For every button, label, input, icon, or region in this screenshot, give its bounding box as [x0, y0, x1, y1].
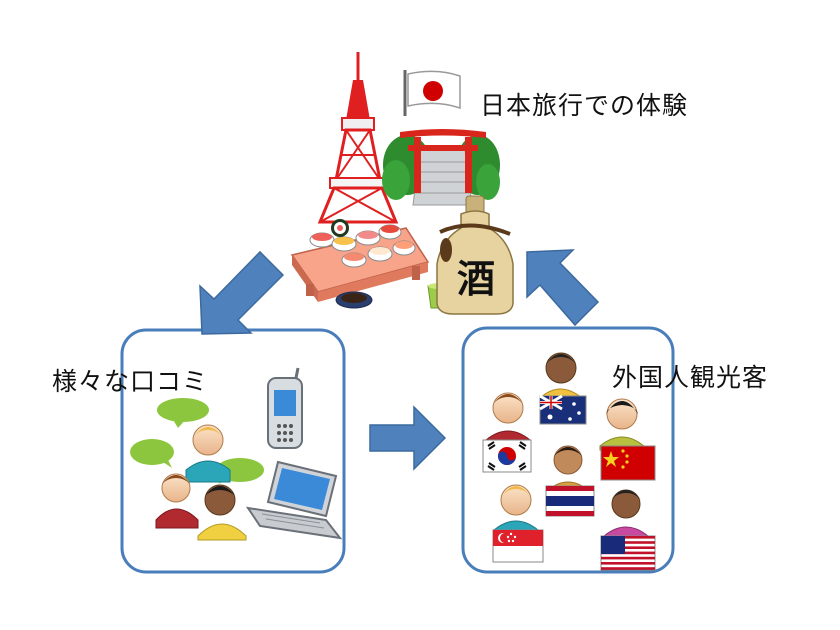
- person-icon: [599, 398, 645, 451]
- person-icon: [485, 392, 531, 447]
- china-flag-icon: [600, 445, 656, 481]
- arrow-wom-to-tourists: [369, 405, 447, 471]
- person-icon: [185, 424, 231, 483]
- sake-character: 酒: [457, 256, 495, 301]
- thailand-flag-icon: [545, 485, 595, 517]
- foreign-tourists-box: [461, 326, 675, 574]
- arrow-experience-to-wom: [199, 250, 285, 335]
- singapore-flag-icon: [492, 529, 544, 563]
- mobile-phone-icon: [267, 367, 303, 449]
- person-icon: [493, 484, 539, 535]
- torii-gate-icon: [382, 129, 500, 206]
- arrow-tourists-to-experience: [526, 249, 600, 327]
- sushi-platter-icon: [290, 219, 451, 309]
- speech-bubble-icon: [130, 439, 174, 468]
- tokyo-tower-icon: [317, 52, 399, 224]
- speech-bubble-icon: [157, 398, 209, 428]
- japan-flag-icon: [403, 70, 461, 116]
- word-of-mouth-label: 様々な口コミ: [52, 367, 209, 396]
- person-icon: [603, 489, 649, 541]
- australia-flag-icon: [539, 394, 587, 425]
- person-icon: [155, 473, 199, 529]
- korea-flag-icon: [482, 439, 532, 473]
- foreign-tourists-label: 外国人観光客: [612, 363, 769, 392]
- sake-bottle-icon: [436, 195, 514, 315]
- japan-experience-label: 日本旅行での体験: [480, 91, 689, 120]
- laptop-icon: [245, 460, 343, 540]
- usa-flag-icon: [600, 535, 656, 571]
- person-icon: [197, 484, 247, 541]
